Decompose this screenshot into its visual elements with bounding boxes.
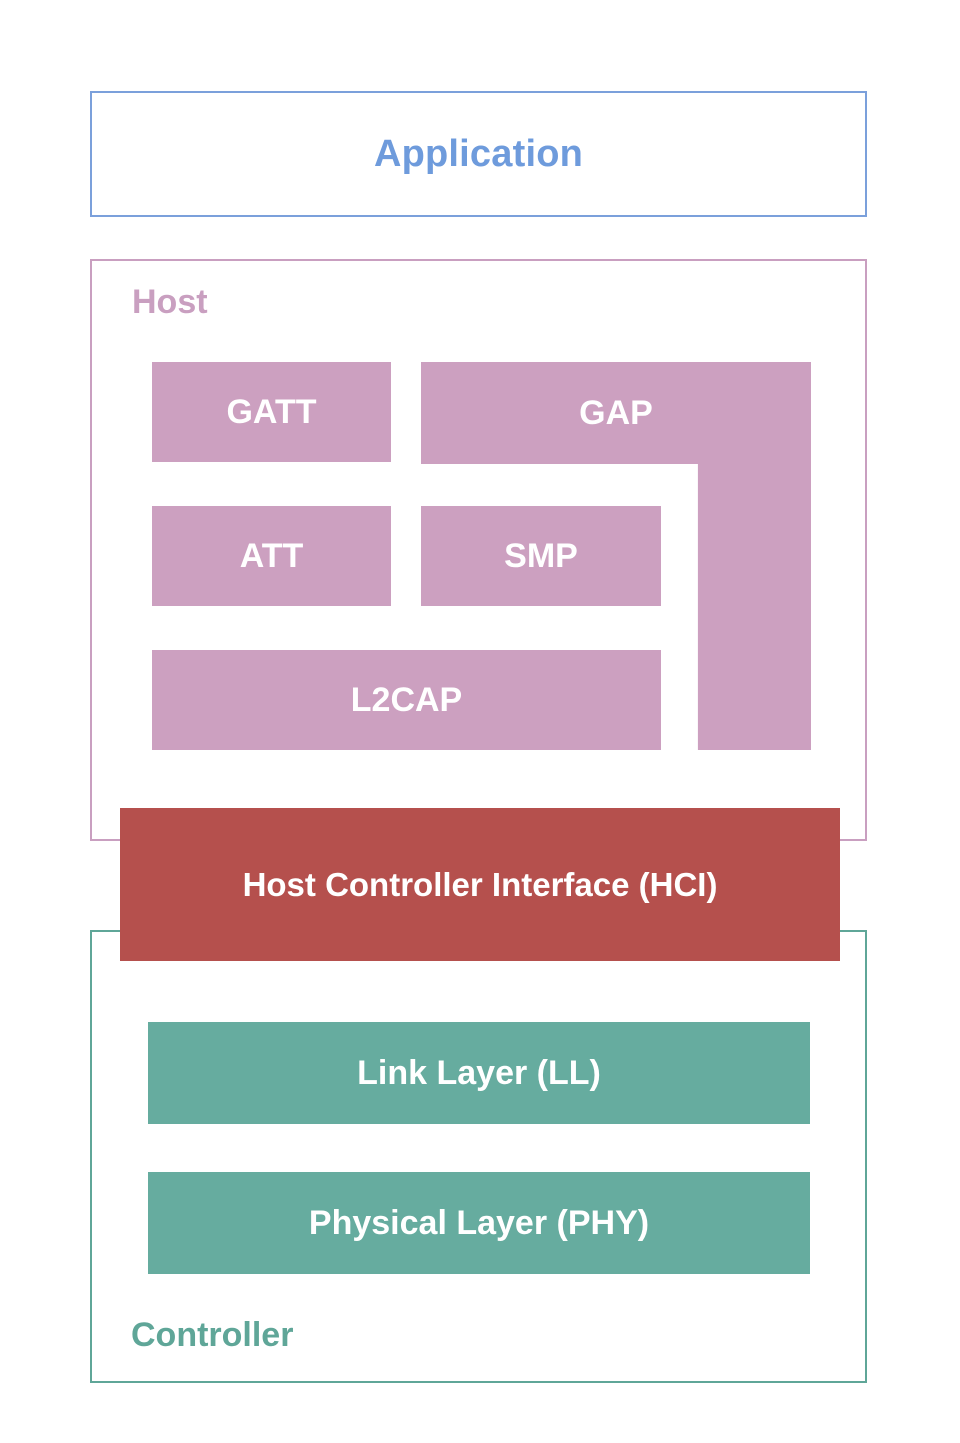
gatt-block: GATT <box>152 362 391 462</box>
hci-block: Host Controller Interface (HCI) <box>120 808 840 961</box>
controller-container-box: Controller <box>90 930 867 1383</box>
physical-layer-block: Physical Layer (PHY) <box>148 1172 810 1274</box>
smp-block: SMP <box>421 506 661 606</box>
link-layer-block: Link Layer (LL) <box>148 1022 810 1124</box>
controller-container-label: Controller <box>131 1316 294 1354</box>
application-layer-box: Application <box>90 91 867 217</box>
application-layer-label: Application <box>373 132 584 175</box>
l2cap-block: L2CAP <box>152 650 661 750</box>
att-block: ATT <box>152 506 391 606</box>
host-container-label: Host <box>132 283 208 321</box>
